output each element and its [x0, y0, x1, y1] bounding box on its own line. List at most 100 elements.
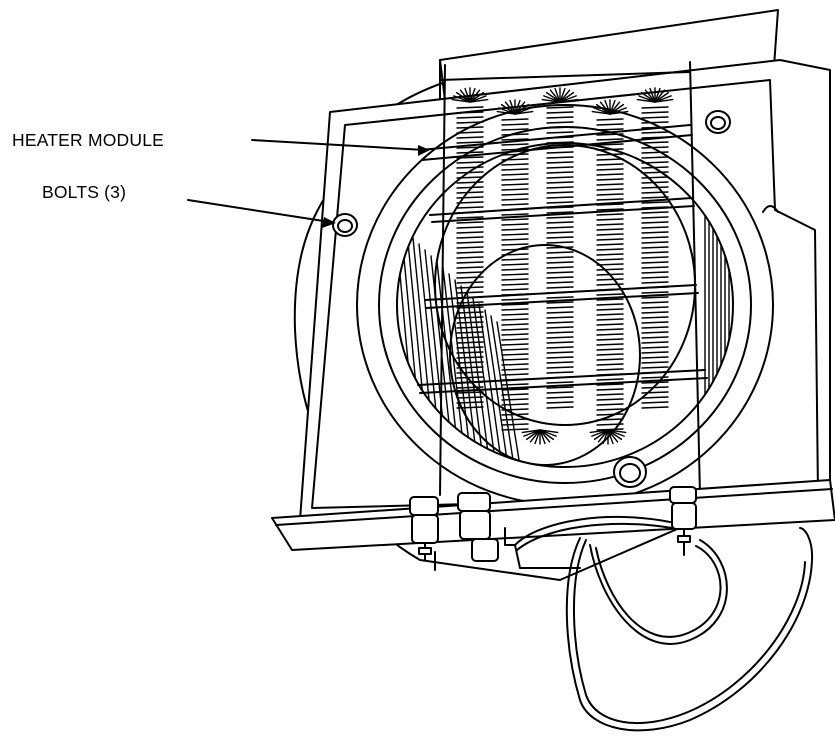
coil-turn [641, 391, 669, 394]
coil-turn [546, 171, 574, 174]
coil-end [453, 95, 471, 103]
terminals [409, 486, 697, 571]
coil-turn [456, 116, 484, 119]
coil-turn [501, 248, 529, 251]
support-rod [419, 377, 708, 394]
coil-turn [596, 213, 624, 216]
coil-turn [501, 403, 529, 406]
coil-turn [456, 176, 484, 179]
coil-turn [546, 331, 574, 334]
coil-turn [456, 181, 484, 184]
coil-turn [546, 196, 574, 199]
coil-end [599, 101, 611, 115]
coil-end [559, 98, 579, 103]
coil-turn [641, 181, 669, 184]
coil-turn [641, 201, 669, 204]
terminal-middle [457, 492, 499, 562]
coil-turn [641, 221, 669, 224]
coil-turn [596, 278, 624, 281]
coil-turn [596, 378, 624, 381]
coil-turn [641, 316, 669, 319]
coil-turn [596, 138, 624, 141]
coil-end [654, 89, 666, 103]
coil-end [559, 89, 571, 103]
blade-line [472, 297, 496, 461]
coil-turn [546, 231, 574, 234]
coil-end [464, 87, 471, 103]
coil-turn [596, 423, 624, 426]
support-rod [419, 124, 691, 151]
coil-turn [596, 248, 624, 251]
coil-turn [456, 106, 484, 109]
coil-end [514, 101, 526, 115]
bolt-left [332, 213, 358, 237]
coil-turn [456, 236, 484, 239]
coil-turn [596, 208, 624, 211]
coil-turn [641, 106, 669, 109]
coil-end [640, 91, 656, 103]
coil-turn [501, 243, 529, 246]
coil-turn [501, 223, 529, 226]
coil-turn [596, 303, 624, 306]
coil-turn [641, 261, 669, 264]
coil-turn [456, 266, 484, 269]
coil-turn [546, 176, 574, 179]
coil-end [504, 101, 516, 115]
coil-turn [456, 341, 484, 344]
coil-turn [641, 301, 669, 304]
coil-turn [501, 148, 529, 151]
coil-turn [546, 156, 574, 159]
coil-end [609, 110, 629, 115]
coil-end [469, 98, 489, 103]
coil-turn [596, 253, 624, 256]
coil-turn [641, 186, 669, 189]
coil-turn [596, 238, 624, 241]
coil-turn [456, 166, 484, 169]
coil-turn [501, 408, 529, 411]
coil-turn [596, 283, 624, 286]
coil-turn [641, 336, 669, 339]
bolts-label: BOLTS (3) [42, 182, 126, 202]
coil-turn [641, 146, 669, 149]
coil-end [525, 429, 541, 441]
coil-turn [501, 318, 529, 321]
coil-turn [596, 298, 624, 301]
coil-turn [641, 141, 669, 144]
coil-turn [546, 356, 574, 359]
blade-line [466, 291, 490, 461]
coil-turn [596, 383, 624, 386]
coil-turn [641, 366, 669, 369]
coil-turn [456, 136, 484, 139]
coil-turn [501, 138, 529, 141]
coil-turn [501, 393, 529, 396]
coil-turn [501, 398, 529, 401]
coil-turn [501, 273, 529, 276]
coil-turn [456, 146, 484, 149]
coil-turn [456, 161, 484, 164]
coil-turn [501, 343, 529, 346]
coil-turn [501, 303, 529, 306]
coil-turn [546, 321, 574, 324]
coil-turn [456, 306, 484, 309]
coil-turn [596, 363, 624, 366]
coil-turn [501, 178, 529, 181]
coil-turn [641, 306, 669, 309]
coil-turn [501, 363, 529, 366]
coil-turn [641, 291, 669, 294]
coil-turn [546, 371, 574, 374]
coil-turn [501, 133, 529, 136]
coil-turn [596, 218, 624, 221]
coil-end [597, 429, 609, 443]
coil-turn [501, 183, 529, 186]
coil-turn [641, 341, 669, 344]
coil-turn [596, 273, 624, 276]
coil-turn [456, 121, 484, 124]
coil-turn [546, 221, 574, 224]
coil-turn [501, 328, 529, 331]
coil-turn [501, 193, 529, 196]
coil-turn [641, 346, 669, 349]
coil-turn [501, 353, 529, 356]
coil-turn [641, 321, 669, 324]
coil-turn [641, 111, 669, 114]
coil-turn [546, 361, 574, 364]
